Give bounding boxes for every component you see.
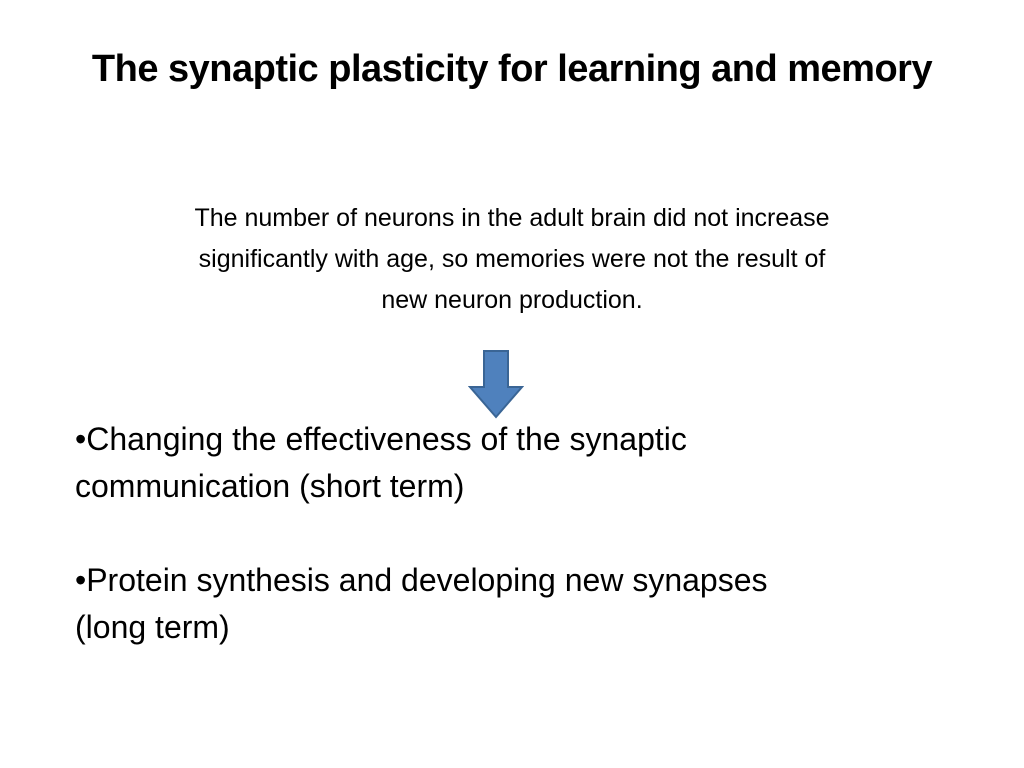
intro-line: new neuron production. xyxy=(381,286,643,314)
bullet-line: •Protein synthesis and developing new sy… xyxy=(75,562,768,598)
bullet-list: •Changing the effectiveness of the synap… xyxy=(75,416,975,651)
down-arrow-icon xyxy=(468,350,524,419)
intro-paragraph: The number of neurons in the adult brain… xyxy=(92,198,932,321)
slide-title: The synaptic plasticity for learning and… xyxy=(91,48,933,90)
bullet-line: communication (short term) xyxy=(75,468,465,504)
intro-line: The number of neurons in the adult brain… xyxy=(194,204,830,232)
bullet-line: (long term) xyxy=(75,609,230,645)
bullet-line: •Changing the effectiveness of the synap… xyxy=(75,421,687,457)
bullet-item-long-term: •Protein synthesis and developing new sy… xyxy=(75,557,975,651)
bullet-item-short-term: •Changing the effectiveness of the synap… xyxy=(75,416,975,510)
intro-line: significantly with age, so memories were… xyxy=(198,245,826,273)
